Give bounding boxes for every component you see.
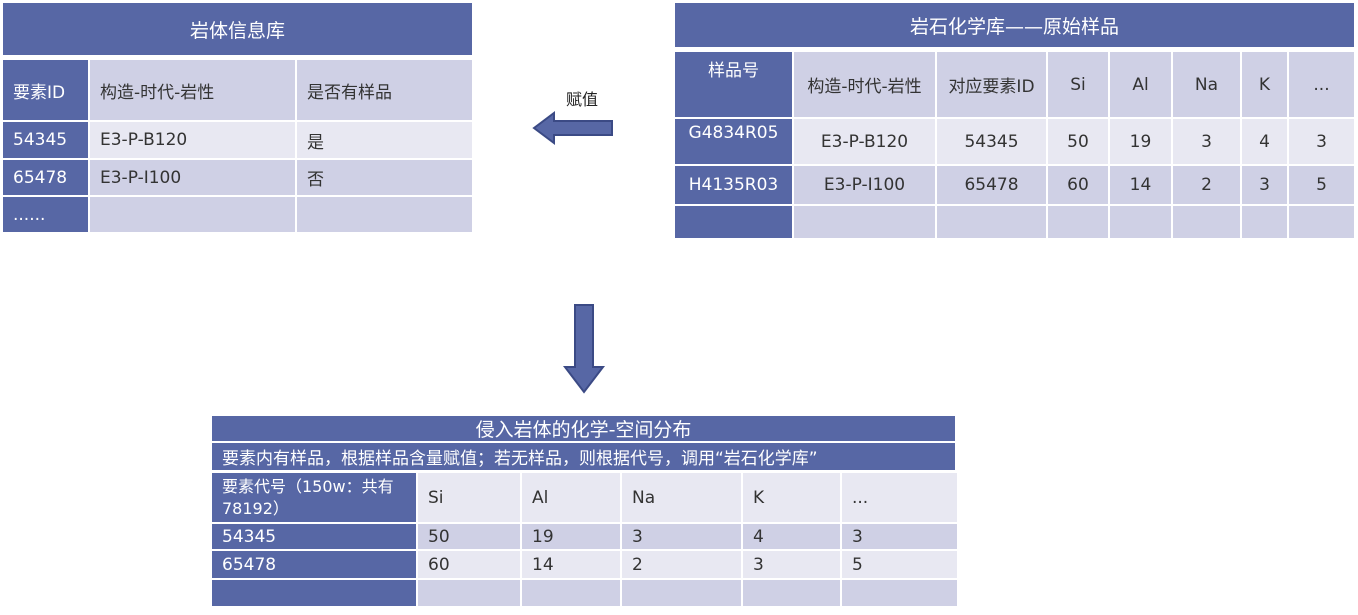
table2-cell: 3 bbox=[1173, 119, 1240, 164]
table1-header: 构造-时代-岩性 bbox=[90, 60, 295, 120]
table1-cell: 54345 bbox=[3, 122, 88, 158]
table2-cell: 3 bbox=[1242, 166, 1287, 204]
arrow-down-icon bbox=[562, 304, 606, 394]
table3-subtitle: 要素内有样品，根据样品含量赋值；若无样品，则根据代号，调用“岩石化学库” bbox=[212, 443, 955, 470]
table2-cell: H4135R03 bbox=[675, 166, 792, 204]
table2-cell: E3-P-I100 bbox=[794, 166, 935, 204]
table1-cell: 是 bbox=[297, 122, 472, 158]
table1-cell: 否 bbox=[297, 160, 472, 195]
table3-cell: 19 bbox=[522, 524, 620, 549]
table3-header: 要素代号（150w：共有78192） bbox=[212, 473, 416, 522]
table2-cell: 50 bbox=[1048, 119, 1108, 164]
table1-header: 要素ID bbox=[3, 60, 88, 120]
arrow-left-icon bbox=[532, 111, 613, 145]
table1-cell: E3-P-B120 bbox=[90, 122, 295, 158]
table1-header: 是否有样品 bbox=[297, 60, 472, 120]
table1-cell: E3-P-I100 bbox=[90, 160, 295, 195]
table2-cell: 19 bbox=[1110, 119, 1171, 164]
table2-title: 岩石化学库——原始样品 bbox=[675, 3, 1354, 47]
table2-cell bbox=[675, 206, 792, 238]
table3-cell bbox=[743, 580, 840, 606]
table3-cell: 3 bbox=[622, 524, 741, 549]
table3-cell: 5 bbox=[842, 551, 957, 578]
table3-cell: 4 bbox=[743, 524, 840, 549]
table3-title: 侵入岩体的化学-空间分布 bbox=[212, 416, 955, 441]
table3-header: Si bbox=[418, 473, 520, 522]
table2-cell bbox=[937, 206, 1046, 238]
table1-cell: 65478 bbox=[3, 160, 88, 195]
table1-cell: ...... bbox=[3, 197, 88, 232]
table2-cell: 4 bbox=[1242, 119, 1287, 164]
table3-cell: 2 bbox=[622, 551, 741, 578]
table2-cell: 5 bbox=[1289, 166, 1354, 204]
table2-cell: E3-P-B120 bbox=[794, 119, 935, 164]
table3-cell: 3 bbox=[743, 551, 840, 578]
table2-cell bbox=[1289, 206, 1354, 238]
table3-cell bbox=[418, 580, 520, 606]
table2-cell: 60 bbox=[1048, 166, 1108, 204]
table2-cell: 14 bbox=[1110, 166, 1171, 204]
table3-cell: 3 bbox=[842, 524, 957, 549]
table2-header: Na bbox=[1173, 52, 1240, 117]
table2-cell: 3 bbox=[1289, 119, 1354, 164]
table2-header: 构造-时代-岩性 bbox=[794, 52, 935, 117]
table3-cell bbox=[842, 580, 957, 606]
table3-header: Al bbox=[522, 473, 620, 522]
table2-header: 样品号 bbox=[675, 52, 792, 117]
table2-cell bbox=[1048, 206, 1108, 238]
table3-header: Na bbox=[622, 473, 741, 522]
table3-cell: 54345 bbox=[212, 524, 416, 549]
table3-header: K bbox=[743, 473, 840, 522]
table2-cell bbox=[794, 206, 935, 238]
table2-header: Al bbox=[1110, 52, 1171, 117]
table1-title: 岩体信息库 bbox=[3, 3, 472, 55]
table3-cell bbox=[622, 580, 741, 606]
table3-cell: 50 bbox=[418, 524, 520, 549]
table2-header: 对应要素ID bbox=[937, 52, 1046, 117]
table2-cell: 2 bbox=[1173, 166, 1240, 204]
table2-header: ... bbox=[1289, 52, 1354, 117]
assign-label: 赋值 bbox=[566, 90, 599, 109]
table2-cell: 65478 bbox=[937, 166, 1046, 204]
table2-header: K bbox=[1242, 52, 1287, 117]
table2-cell bbox=[1173, 206, 1240, 238]
table3-cell bbox=[212, 580, 416, 606]
table2-header: Si bbox=[1048, 52, 1108, 117]
table3-header: ... bbox=[842, 473, 957, 522]
table3-cell: 60 bbox=[418, 551, 520, 578]
table2-cell bbox=[1242, 206, 1287, 238]
table3-cell: 65478 bbox=[212, 551, 416, 578]
table2-cell: 54345 bbox=[937, 119, 1046, 164]
table3-cell: 14 bbox=[522, 551, 620, 578]
table1-cell bbox=[297, 197, 472, 232]
table1-cell bbox=[90, 197, 295, 232]
table3-cell bbox=[522, 580, 620, 606]
table2-cell: G4834R05 bbox=[675, 119, 792, 164]
table2-cell bbox=[1110, 206, 1171, 238]
